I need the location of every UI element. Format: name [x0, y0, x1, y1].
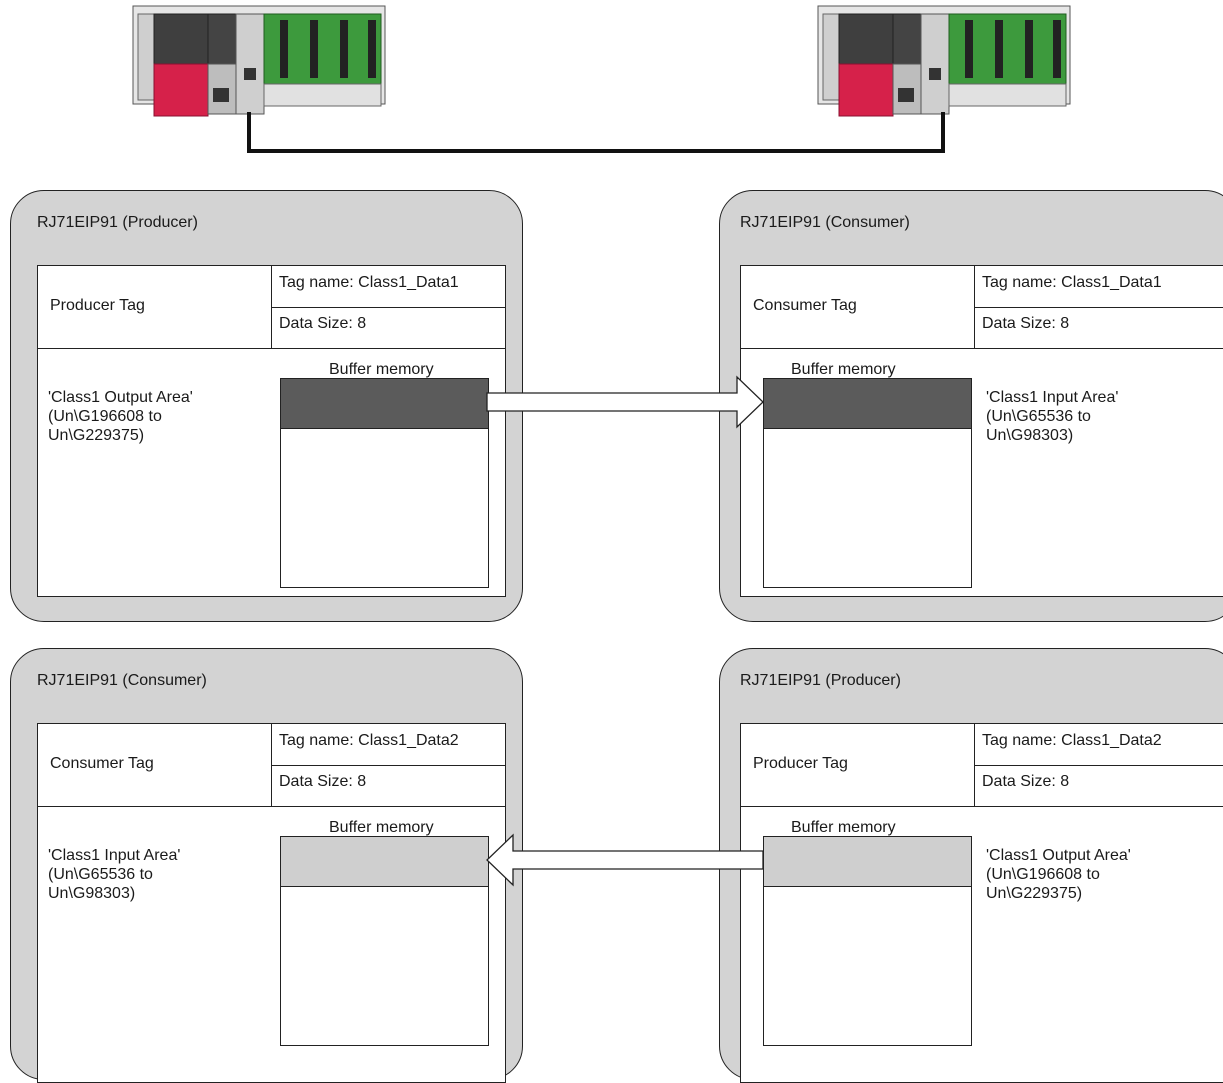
buffer-memory-box: [763, 378, 972, 588]
active-data-block: [281, 837, 488, 887]
panel-body: Producer Tag Tag name: Class1_Data2 Data…: [740, 723, 1223, 1083]
tag-row: Consumer Tag Tag name: Class1_Data1 Data…: [741, 266, 1223, 349]
active-data-block: [764, 379, 971, 429]
tag-data-size: Data Size: 8: [982, 773, 1070, 790]
plc-rack-left: [132, 5, 386, 117]
tag-name: Tag name: Class1_Data2: [982, 732, 1162, 749]
buffer-memory-caption: Buffer memory: [791, 819, 896, 836]
buffer-memory-caption: Buffer memory: [329, 819, 434, 836]
memory-area-label: 'Class1 Output Area' (Un\G196608 to Un\G…: [48, 389, 193, 444]
panel-body: Consumer Tag Tag name: Class1_Data2 Data…: [37, 723, 506, 1083]
buffer-memory-caption: Buffer memory: [791, 361, 896, 378]
memory-area-label: 'Class1 Output Area' (Un\G196608 to Un\G…: [986, 847, 1131, 902]
panel-title: RJ71EIP91 (Consumer): [37, 672, 207, 689]
tag-name: Tag name: Class1_Data2: [279, 732, 459, 749]
memory-area-label: 'Class1 Input Area' (Un\G65536 to Un\G98…: [48, 847, 181, 902]
tag-type-label: Producer Tag: [753, 755, 848, 772]
memory-area-label: 'Class1 Input Area' (Un\G65536 to Un\G98…: [986, 389, 1119, 444]
tag-row: Consumer Tag Tag name: Class1_Data2 Data…: [38, 724, 505, 807]
panel-top-left: RJ71EIP91 (Producer) Producer Tag Tag na…: [10, 190, 523, 622]
active-data-block: [764, 837, 971, 887]
ethernet-cable: [247, 112, 945, 153]
tag-name: Tag name: Class1_Data1: [279, 274, 459, 291]
tag-type-label: Consumer Tag: [753, 297, 857, 314]
buffer-memory-box: [280, 836, 489, 1046]
buffer-memory-caption: Buffer memory: [329, 361, 434, 378]
panel-title: RJ71EIP91 (Producer): [740, 672, 901, 689]
panel-body: Producer Tag Tag name: Class1_Data1 Data…: [37, 265, 506, 597]
panel-top-right: RJ71EIP91 (Consumer) Consumer Tag Tag na…: [719, 190, 1223, 622]
panel-title: RJ71EIP91 (Consumer): [740, 214, 910, 231]
hardware-illustration: [132, 5, 1071, 153]
tag-type-label: Producer Tag: [50, 297, 145, 314]
tag-type-label: Consumer Tag: [50, 755, 154, 772]
panel-body: Consumer Tag Tag name: Class1_Data1 Data…: [740, 265, 1223, 597]
panel-bottom-left: RJ71EIP91 (Consumer) Consumer Tag Tag na…: [10, 648, 523, 1083]
tag-data-size: Data Size: 8: [982, 315, 1070, 332]
tag-row: Producer Tag Tag name: Class1_Data1 Data…: [38, 266, 505, 349]
tag-data-size: Data Size: 8: [279, 315, 367, 332]
tag-data-size: Data Size: 8: [279, 773, 367, 790]
tag-name: Tag name: Class1_Data1: [982, 274, 1162, 291]
buffer-memory-box: [763, 836, 972, 1046]
panel-title: RJ71EIP91 (Producer): [37, 214, 198, 231]
active-data-block: [281, 379, 488, 429]
panel-bottom-right: RJ71EIP91 (Producer) Producer Tag Tag na…: [719, 648, 1223, 1083]
tag-row: Producer Tag Tag name: Class1_Data2 Data…: [741, 724, 1223, 807]
buffer-memory-box: [280, 378, 489, 588]
plc-rack-right: [817, 5, 1071, 117]
